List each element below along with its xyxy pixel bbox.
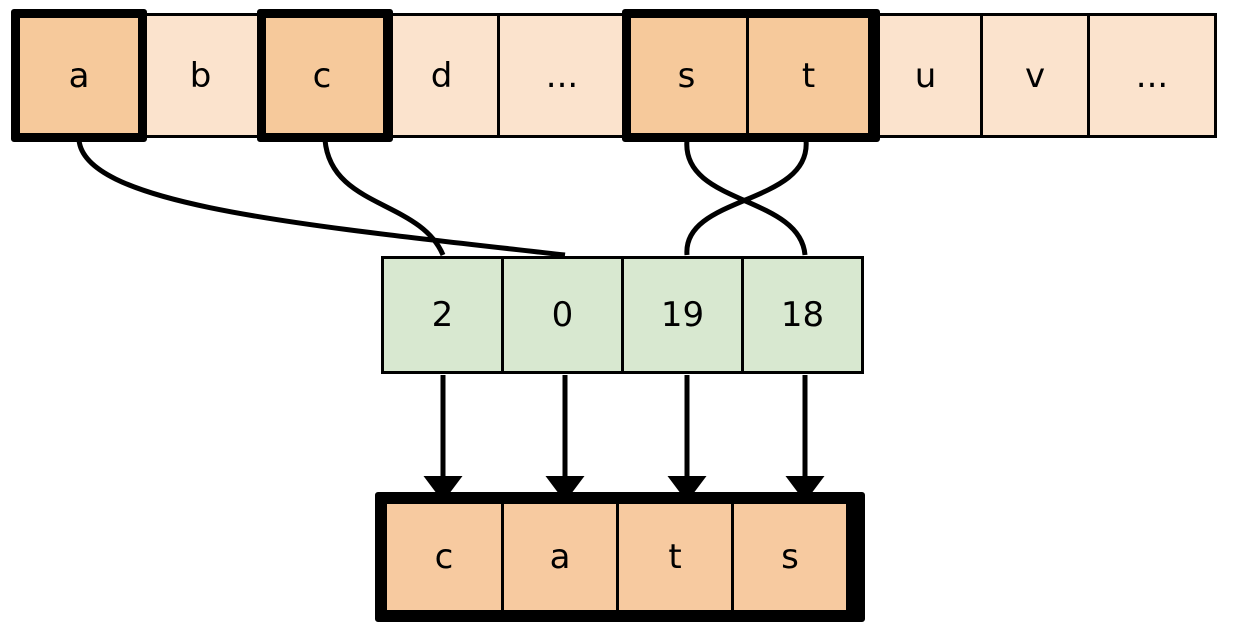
alphabet-cell-u[interactable]: u bbox=[868, 13, 983, 138]
output-cell-c[interactable]: c bbox=[384, 501, 504, 613]
index-cell-18[interactable]: 18 bbox=[741, 256, 864, 374]
curve-a-to-0 bbox=[76, 139, 566, 258]
alphabet-cell-v[interactable]: v bbox=[980, 13, 1090, 138]
alphabet-cell-label: t bbox=[801, 55, 816, 96]
index-cell-label: 18 bbox=[780, 295, 825, 335]
alphabet-cell-label: ... bbox=[545, 55, 579, 96]
output-cell-label: t bbox=[668, 537, 682, 577]
alphabet-cell-t[interactable]: t bbox=[746, 13, 871, 138]
alphabet-cell-label: s bbox=[677, 55, 696, 96]
output-cell-label: c bbox=[434, 537, 454, 577]
alphabet-cell-b[interactable]: b bbox=[140, 13, 261, 138]
index-cell-19[interactable]: 19 bbox=[621, 256, 744, 374]
index-cell-label: 2 bbox=[431, 295, 454, 335]
alphabet-cell-label: c bbox=[312, 55, 332, 96]
alphabet-cell-label: b bbox=[189, 55, 212, 96]
output-cell-s[interactable]: s bbox=[731, 501, 849, 613]
alphabet-cell-ellipsis-2[interactable]: ... bbox=[1087, 13, 1217, 138]
alphabet-cell-label: u bbox=[914, 55, 937, 96]
output-row: c a t s bbox=[375, 492, 865, 622]
curve-s-to-18 bbox=[684, 139, 808, 256]
alphabet-cell-ellipsis-1[interactable]: ... bbox=[497, 13, 627, 138]
alphabet-cell-a[interactable]: a bbox=[15, 13, 143, 138]
alphabet-cell-label: d bbox=[430, 55, 453, 96]
curve-c-to-2 bbox=[322, 139, 446, 257]
alphabet-cell-label: v bbox=[1024, 55, 1046, 96]
alphabet-cell-s[interactable]: s bbox=[624, 13, 749, 138]
alphabet-cell-c[interactable]: c bbox=[258, 13, 386, 138]
output-cell-label: s bbox=[781, 537, 799, 577]
output-cell-label: a bbox=[549, 537, 571, 577]
index-cell-2[interactable]: 2 bbox=[381, 256, 504, 374]
alphabet-cell-d[interactable]: d bbox=[383, 13, 500, 138]
alphabet-cell-label: a bbox=[68, 55, 90, 96]
index-row: 2 0 19 18 bbox=[381, 256, 864, 374]
curve-t-to-19 bbox=[684, 139, 809, 256]
output-cell-t[interactable]: t bbox=[616, 501, 734, 613]
index-cell-0[interactable]: 0 bbox=[501, 256, 624, 374]
index-cell-label: 0 bbox=[551, 295, 574, 335]
alphabet-cell-label: ... bbox=[1135, 55, 1169, 96]
alphabet-row: a b c d ... s t u v ... bbox=[15, 13, 1224, 138]
output-cell-a[interactable]: a bbox=[501, 501, 619, 613]
index-cell-label: 19 bbox=[660, 295, 705, 335]
